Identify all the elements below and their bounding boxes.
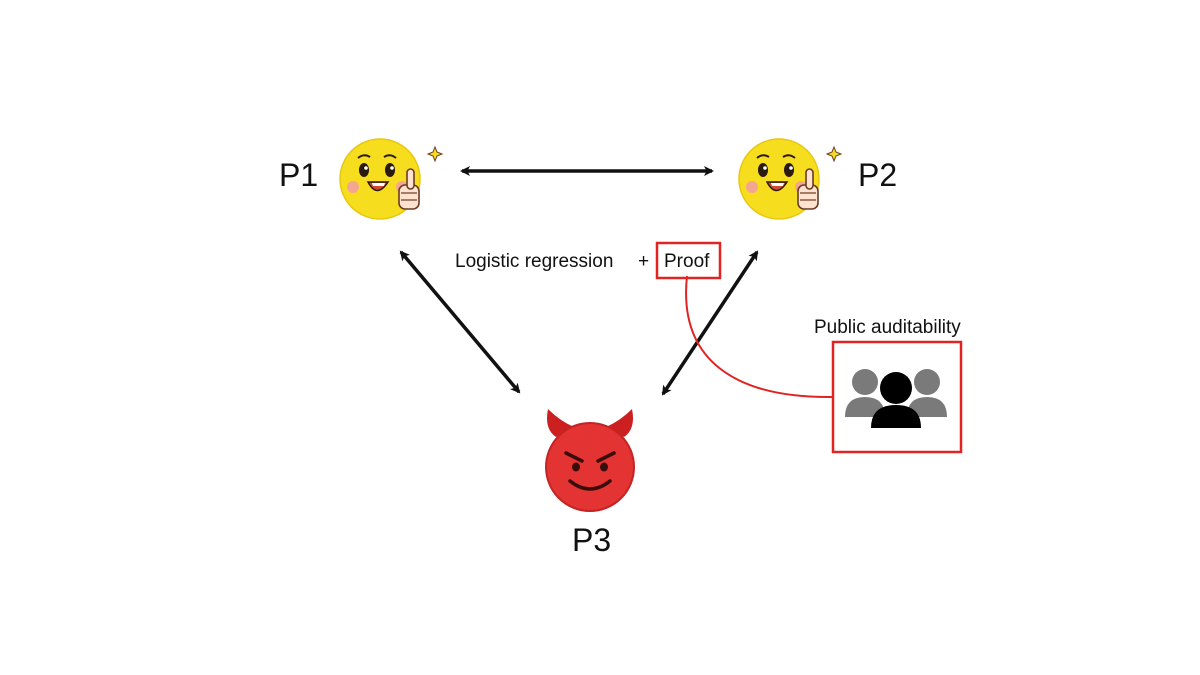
auditor-box — [831, 340, 963, 454]
p3-devil-face-icon — [545, 409, 635, 512]
p2-thumbs-up-smiley-icon — [738, 138, 843, 220]
arrow-p1-p3 — [399, 250, 521, 394]
proof-audit-connector — [685, 275, 833, 399]
logistic-regression-label: Logistic regression — [455, 251, 613, 272]
p1-label: P1 — [279, 157, 318, 193]
p2-label: P2 — [858, 157, 897, 193]
group-of-people-icon — [845, 369, 947, 428]
proof-label: Proof — [664, 251, 710, 272]
arrow-p2-p3 — [661, 250, 759, 396]
plus-sign: + — [638, 251, 649, 272]
public-auditability-label: Public auditability — [814, 317, 961, 338]
p3-label: P3 — [572, 522, 611, 558]
p1-thumbs-up-smiley-icon — [339, 138, 444, 220]
proof-box — [655, 241, 722, 280]
